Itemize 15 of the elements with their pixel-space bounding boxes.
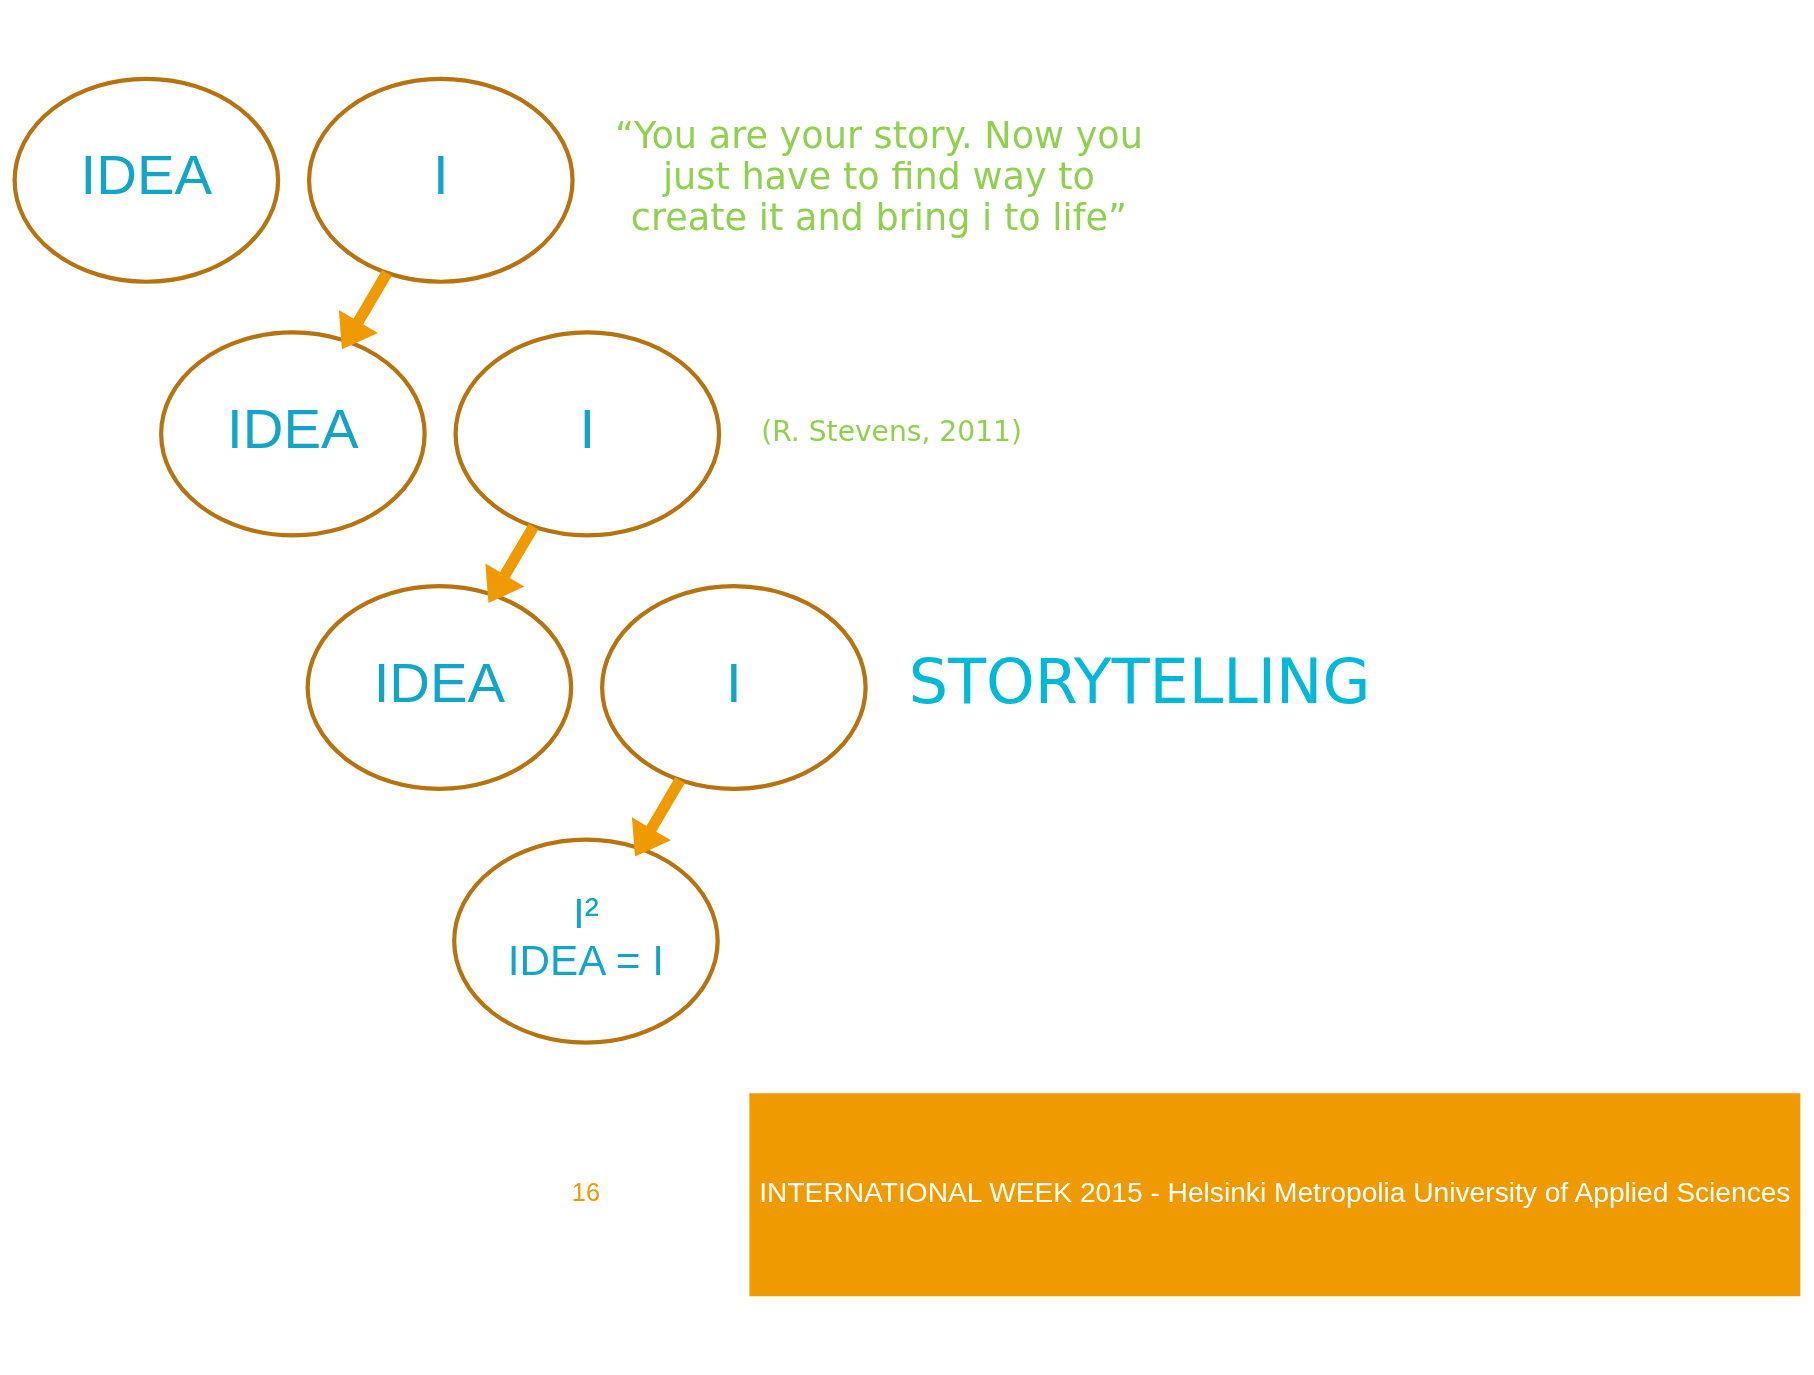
label: 16 [571, 1177, 600, 1206]
arrow [338, 270, 392, 350]
label: STORYTELLING [908, 645, 1370, 719]
node-ellipse: IDEA [158, 330, 427, 538]
node-ellipse: IDEA [305, 583, 573, 792]
node-ellipse: IDEA [12, 76, 280, 284]
node-ellipse: I² IDEA = I [451, 837, 720, 1045]
arrow [631, 777, 685, 857]
node-ellipse: I [453, 330, 721, 538]
node-ellipse: I [599, 583, 868, 792]
label: “You are your story. Now you just have to find way to create it and bring i to life” [614, 114, 1143, 240]
label: (R. Stevens, 2011) [760, 414, 1022, 448]
node-ellipse: I [306, 76, 575, 284]
label: INTERNATIONAL WEEK 2015 - Helsinki Metropolia University of Applied Sciences [758, 1175, 1790, 1208]
arrow [484, 523, 538, 603]
